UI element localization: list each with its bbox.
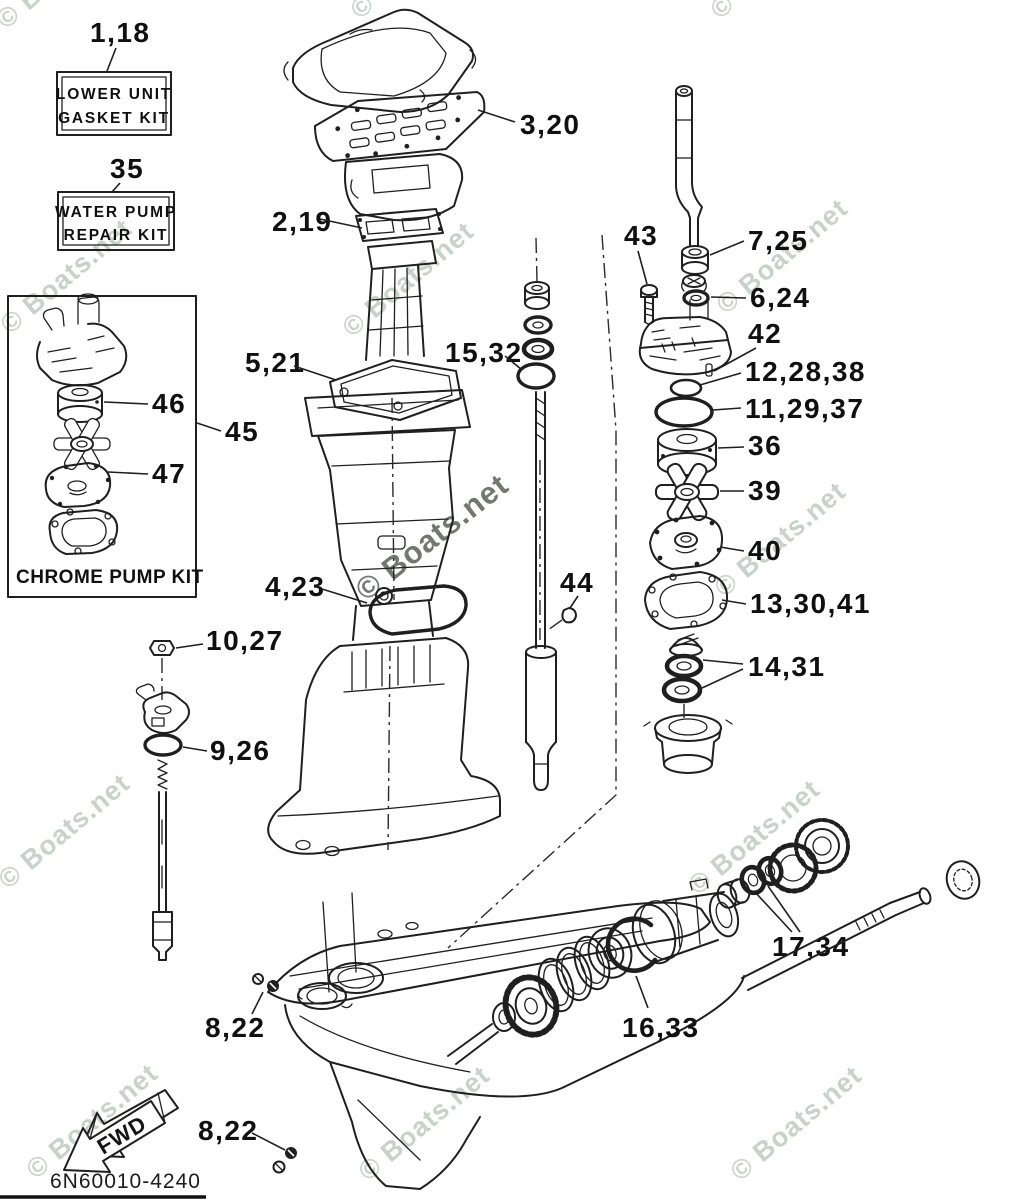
callout-8-22-lower: 8,22 bbox=[198, 1115, 259, 1146]
tube-collar bbox=[681, 274, 707, 292]
upper-casing bbox=[304, 389, 471, 641]
water-pump-housing bbox=[638, 297, 732, 377]
callout-12-28-38: 12,28,38 bbox=[745, 356, 866, 387]
shift-rod-oring bbox=[143, 733, 183, 757]
pump-plate bbox=[649, 515, 724, 570]
oil-seal-upper bbox=[664, 653, 704, 679]
chrome-pump-kit-box: 46 47 CHROME PUMP KIT bbox=[7, 293, 204, 598]
kit-box-line: REPAIR KIT bbox=[64, 227, 169, 244]
driveshaft-bushing bbox=[524, 281, 550, 310]
driveshaft-washer bbox=[523, 315, 553, 335]
oil-seal-lower bbox=[661, 676, 703, 704]
drain-screws-lower bbox=[272, 1147, 297, 1174]
bearing-carrier bbox=[631, 878, 740, 965]
chrome-pump-housing bbox=[36, 293, 128, 387]
kit-box-line: WATER PUMP bbox=[55, 204, 177, 221]
shift-rod-group bbox=[135, 640, 190, 961]
tube-mount-plate bbox=[367, 240, 437, 270]
callout-10-27: 10,27 bbox=[206, 625, 284, 656]
prop-seal-1 bbox=[739, 864, 767, 896]
driveshaft-group: 15,32 44 bbox=[445, 237, 594, 791]
callout-35: 35 bbox=[110, 153, 144, 184]
driveshaft-seal bbox=[521, 337, 555, 361]
callout-2-19: 2,19 bbox=[272, 206, 333, 237]
drain-screws-upper bbox=[252, 973, 279, 992]
lower-unit-gasket-kit-box: 1,18 LOWER UNIT GASKET KIT bbox=[56, 17, 172, 136]
callout-16-33: 16,33 bbox=[622, 1012, 700, 1043]
callout-14-31: 14,31 bbox=[748, 651, 826, 682]
shims bbox=[537, 935, 611, 1013]
drawing-number: 6N60010-4240 bbox=[50, 1170, 201, 1193]
kit-box-line: LOWER UNIT bbox=[56, 86, 172, 103]
carrier-oring bbox=[605, 916, 658, 973]
upper-casing-gasket bbox=[329, 359, 462, 421]
watermark: © Boats.net bbox=[353, 1060, 496, 1187]
manifold-gasket bbox=[355, 208, 444, 242]
callout-36: 36 bbox=[748, 430, 782, 461]
shift-rod-nut bbox=[149, 640, 175, 656]
large-oring bbox=[654, 396, 714, 428]
watermark: © Boats.net bbox=[725, 1060, 868, 1187]
woodruff-key bbox=[561, 607, 577, 624]
upper-casing-stack: 3,20 2,19 5,21 bbox=[245, 8, 581, 993]
water-pump-group: 7,25 6,24 43 42 bbox=[447, 85, 871, 949]
callout-6-24: 6,24 bbox=[750, 282, 811, 313]
callout-15-32: 15,32 bbox=[445, 337, 523, 368]
shift-cam bbox=[135, 683, 190, 734]
callout-9-26: 9,26 bbox=[210, 735, 271, 766]
exhaust-gasket bbox=[314, 91, 486, 162]
mid-housing bbox=[267, 637, 501, 857]
pump-bolt bbox=[640, 284, 658, 325]
chrome-pump-kit-title: CHROME PUMP KIT bbox=[16, 567, 204, 588]
callout-11-29-37: 11,29,37 bbox=[745, 393, 864, 424]
splined-rings bbox=[767, 818, 850, 894]
pump-gasket bbox=[644, 571, 729, 630]
exhaust-manifold bbox=[344, 153, 464, 222]
callout-46: 46 bbox=[152, 388, 186, 419]
driveshaft bbox=[525, 391, 557, 791]
watermark: © Boats.net bbox=[0, 768, 136, 895]
callout-47: 47 bbox=[152, 458, 186, 489]
callout-40: 40 bbox=[748, 535, 782, 566]
chrome-gasket bbox=[48, 508, 119, 555]
gearcase bbox=[267, 901, 745, 1190]
shift-rod-spring bbox=[157, 759, 168, 790]
kit-box-line: GASKET KIT bbox=[58, 110, 170, 127]
callout-44: 44 bbox=[560, 567, 594, 598]
chrome-insert-cartridge bbox=[57, 384, 103, 423]
callout-45: 45 bbox=[225, 416, 259, 447]
spacer bbox=[716, 878, 751, 909]
callout-5-21: 5,21 bbox=[245, 347, 306, 378]
callout-43: 43 bbox=[624, 220, 658, 251]
water-tube bbox=[675, 85, 703, 247]
dowel-pin bbox=[705, 363, 713, 377]
callout-7-25: 7,25 bbox=[748, 225, 809, 256]
callout-8-22-upper: 8,22 bbox=[205, 1012, 266, 1043]
small-oring bbox=[669, 378, 703, 398]
propeller-shaft bbox=[741, 860, 981, 991]
driveshaft-oring bbox=[516, 362, 556, 390]
prop-shaft-group: 16,33 17,34 bbox=[447, 818, 981, 1065]
shift-rod bbox=[158, 791, 167, 913]
impeller bbox=[655, 462, 719, 522]
callout-3-20: 3,20 bbox=[520, 109, 581, 140]
tube-grommet bbox=[681, 245, 709, 275]
callout-4-23: 4,23 bbox=[265, 571, 326, 602]
watermark: © Boats.net bbox=[705, 0, 848, 25]
chrome-diaphragm bbox=[44, 462, 112, 508]
oil-seal-housing bbox=[643, 704, 733, 774]
callout-13-30-41: 13,30,41 bbox=[750, 588, 871, 619]
skeg bbox=[329, 1061, 481, 1190]
chrome-impeller bbox=[53, 417, 111, 471]
callout-42: 42 bbox=[748, 318, 782, 349]
insert-cartridge bbox=[657, 428, 717, 476]
seal-spacer-cone bbox=[669, 633, 703, 657]
exhaust-plate bbox=[292, 8, 474, 113]
driveshaft-housing-column bbox=[365, 264, 425, 361]
callout-39: 39 bbox=[748, 475, 782, 506]
callout-1-18: 1,18 bbox=[90, 17, 151, 48]
water-pump-repair-kit-box: 35 WATER PUMP REPAIR KIT bbox=[55, 153, 177, 251]
mount-seal bbox=[368, 584, 468, 636]
